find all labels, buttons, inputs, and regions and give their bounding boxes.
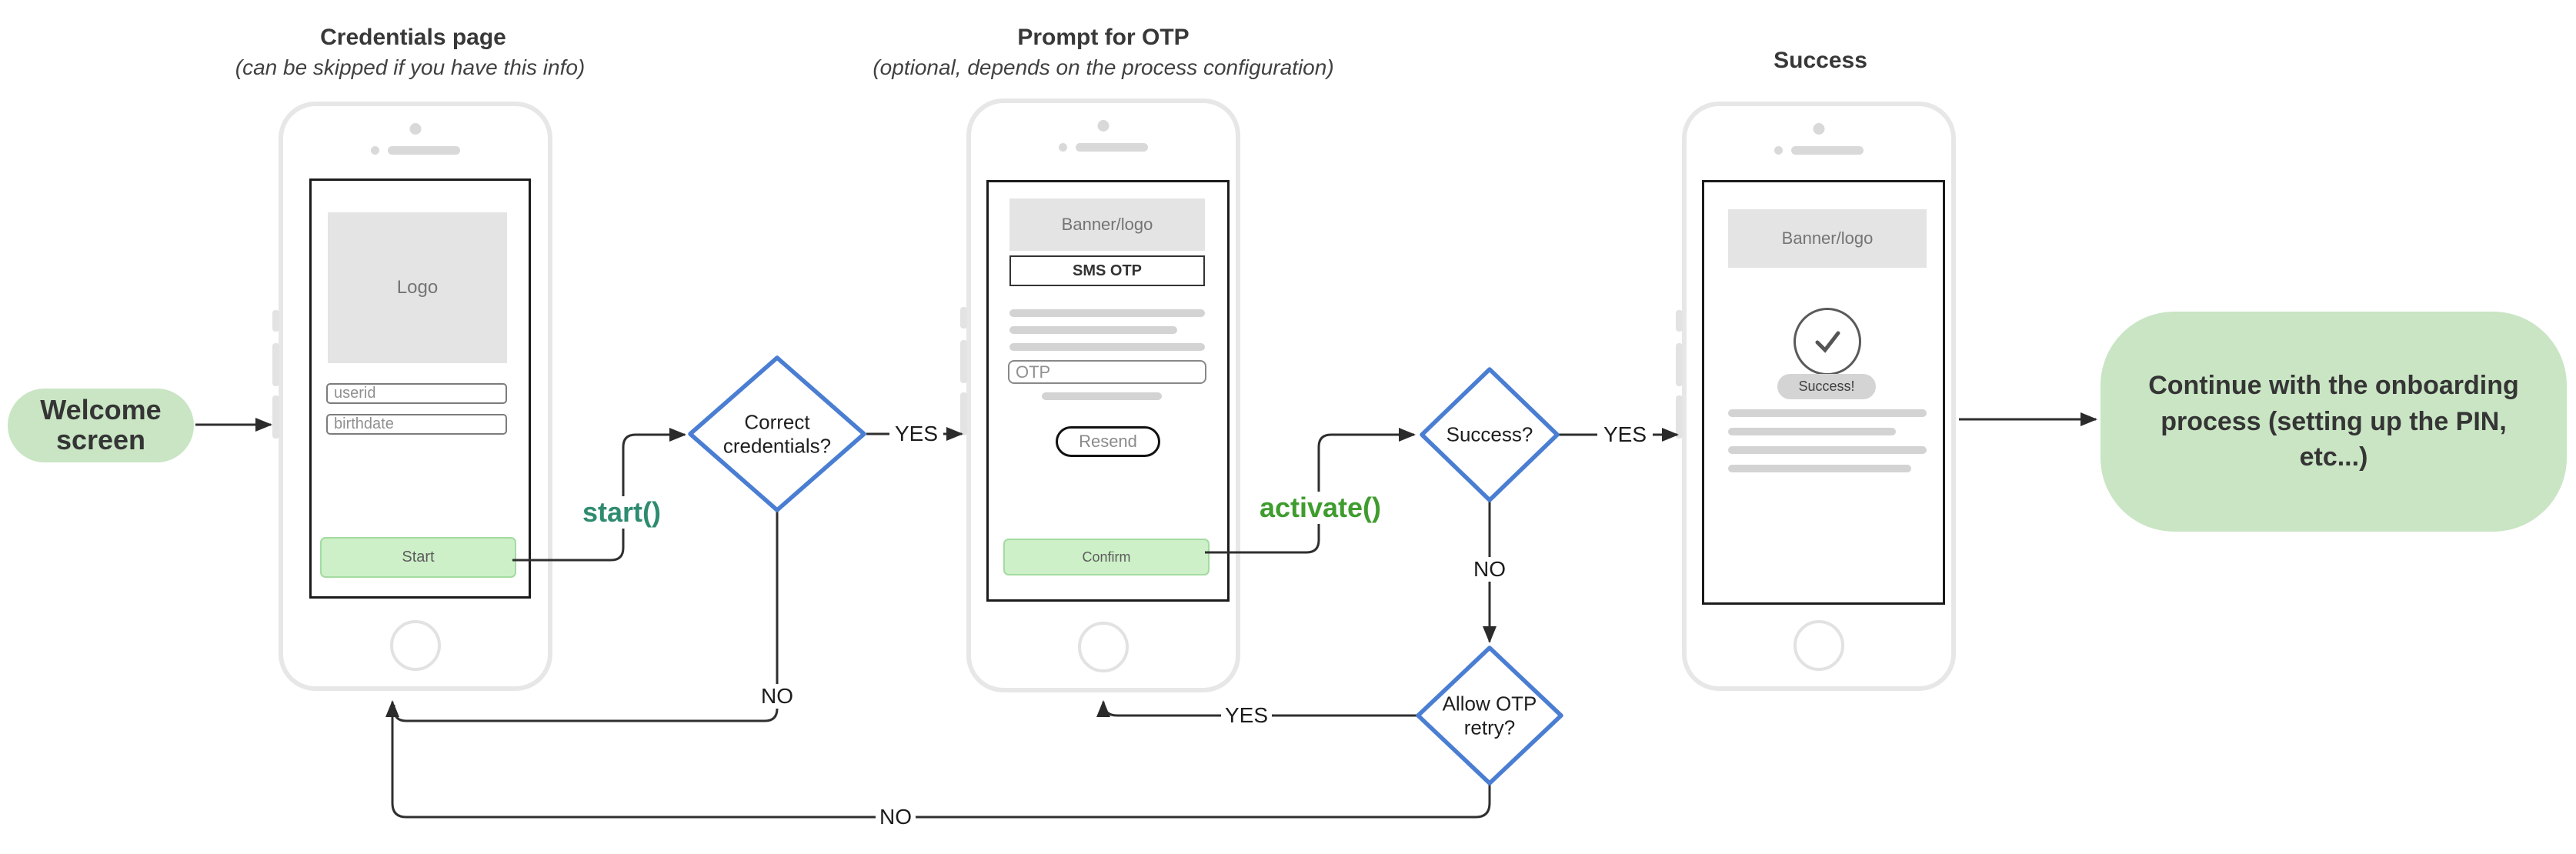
section-title-success: Success [1774,48,1867,73]
phone-mockup-credentials: Logo Start [272,102,552,691]
phone-side-button [960,307,967,329]
banner-label: Banner/logo [1781,229,1874,248]
edge-label-otp-no: NO [1470,557,1510,582]
phone-sensor-dot [1774,146,1783,155]
edge-label-otp-yes: YES [1599,422,1651,447]
text-placeholder-line [1042,392,1162,400]
text-placeholder-line [1009,343,1205,351]
resend-button[interactable]: Resend [1056,426,1160,457]
text-placeholder-line [1728,465,1911,472]
birthdate-input[interactable] [326,414,507,435]
decision-otp-success-label: Success? [1446,422,1533,446]
phone-side-button [272,310,279,332]
sms-otp-header-label: SMS OTP [1072,262,1142,279]
start-node-welcome-screen: Welcome screen [8,389,194,462]
text-placeholder-line [1009,326,1177,334]
phone-home-button [390,620,441,671]
edge-label-retry-yes: YES [1220,703,1273,728]
sms-otp-header: SMS OTP [1009,255,1205,286]
edge-label-retry-no: NO [876,805,916,829]
start-node-label: Welcome screen [40,394,162,455]
start-button-label: Start [402,549,435,565]
phone-sensor-dot [1059,143,1067,152]
phone-mockup-success: Banner/logo Success! [1676,102,1956,691]
end-node-continue-onboarding: Continue with the onboarding process (se… [2101,312,2567,532]
decision-otp-retry-label: Allow OTP retry? [1442,692,1537,739]
phone-mockup-otp: Banner/logo SMS OTP Resend Confirm [960,98,1240,692]
phone-speaker-bar [1076,143,1148,152]
edge-retry-no [385,700,1491,819]
success-status-badge: Success! [1777,374,1876,399]
logo-placeholder: Logo [328,212,507,363]
section-subtitle-otp: (optional, depends on the process config… [873,55,1334,79]
phone-side-button [960,340,967,383]
decision-credentials-label: Correct credentials? [722,410,832,457]
text-placeholder-line [1009,309,1205,317]
phone-speaker-bar [1791,146,1864,155]
text-placeholder-line [1728,446,1927,454]
phone-side-button [1676,343,1683,386]
logo-label: Logo [396,277,439,298]
phone-speaker-bar [388,146,460,155]
userid-input[interactable] [326,383,507,404]
end-node-label: Continue with the onboarding process (se… [2148,370,2519,472]
text-placeholder-line [1728,409,1927,417]
section-title-credentials: Credentials page [320,25,506,50]
resend-button-label: Resend [1079,432,1137,451]
phone-side-button [1676,310,1683,332]
start-button[interactable]: Start [320,537,516,578]
banner-label: Banner/logo [1061,215,1153,234]
edge-label-credentials-yes: YES [890,422,943,446]
phone-camera-dot [409,123,422,135]
phone-side-button [960,392,967,435]
confirm-button-label: Confirm [1082,549,1131,565]
edge-label-credentials-no: NO [757,684,797,709]
phone-side-button [1676,395,1683,439]
otp-input[interactable] [1008,360,1206,384]
section-subtitle-credentials: (can be skipped if you have this info) [235,55,586,79]
confirm-button[interactable]: Confirm [1003,539,1210,575]
api-label-start: start() [576,496,668,529]
phone-home-button [1794,620,1844,671]
text-placeholder-line [1728,428,1896,435]
phone-home-button [1078,622,1129,672]
api-label-activate: activate() [1253,492,1388,524]
banner-placeholder: Banner/logo [1728,209,1927,268]
phone-camera-dot [1813,123,1825,135]
phone-side-button [272,395,279,439]
banner-placeholder: Banner/logo [1009,198,1205,251]
success-badge-label: Success! [1798,379,1855,394]
section-title-otp: Prompt for OTP [1017,25,1190,50]
success-check-icon [1794,308,1861,375]
phone-side-button [272,343,279,386]
phone-sensor-dot [371,146,379,155]
phone-camera-dot [1097,120,1109,132]
